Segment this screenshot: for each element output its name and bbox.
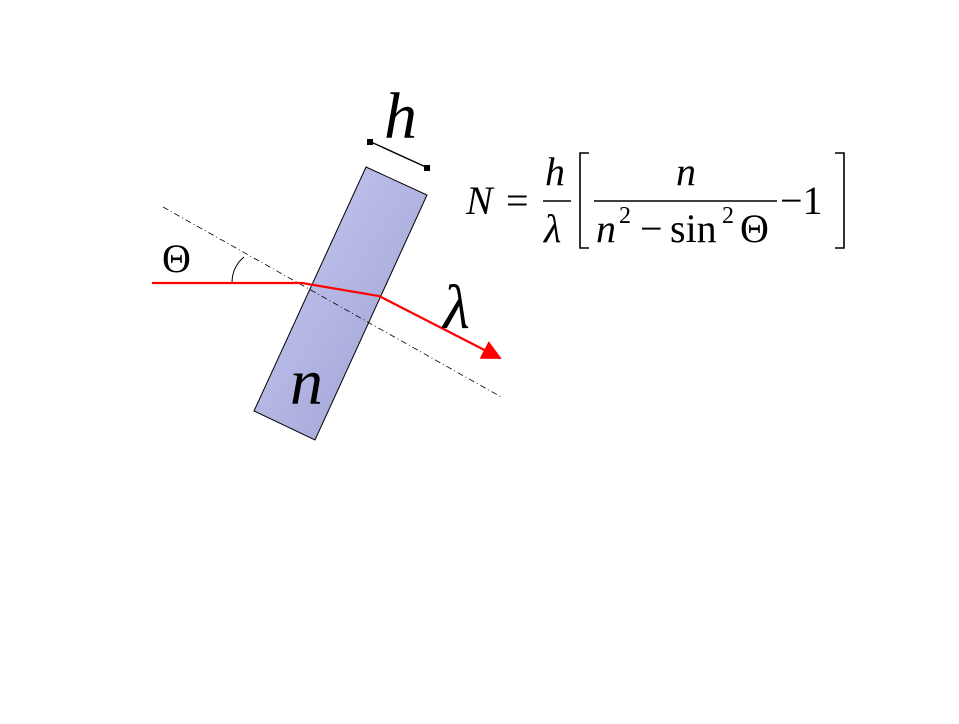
light-ray: [152, 281, 502, 359]
formula-inner-minus: −: [640, 206, 663, 251]
formula-sin: sin: [670, 206, 717, 251]
formula-frac-denominator: λ: [543, 206, 561, 251]
thickness-tick-right: [424, 165, 430, 171]
thickness-tick-left: [367, 139, 373, 145]
wavelength-label: λ: [441, 274, 470, 342]
angle-arc: [231, 256, 245, 284]
formula-sin-exponent: 2: [722, 203, 734, 229]
angle-label: Θ: [162, 236, 191, 281]
formula-inner-numerator: n: [676, 149, 696, 194]
formula-minus-one: −1: [780, 178, 823, 223]
formula-inner-den-base: n: [596, 206, 616, 251]
formula-frac-numerator: h: [545, 149, 565, 194]
formula-left-bracket: [579, 152, 589, 249]
glass-plate: [253, 166, 428, 441]
thickness-label: h: [384, 80, 417, 153]
thickness-dimension: [370, 141, 429, 169]
refractive-index-label: n: [290, 346, 323, 419]
formula: N = h λ n n 2 − sin 2 Θ −1: [465, 149, 845, 251]
formula-lhs: N: [465, 178, 495, 223]
formula-right-bracket: [835, 152, 845, 249]
formula-equals: =: [506, 178, 529, 223]
formula-inner-den-exponent: 2: [619, 203, 631, 229]
formula-theta: Θ: [740, 206, 769, 251]
